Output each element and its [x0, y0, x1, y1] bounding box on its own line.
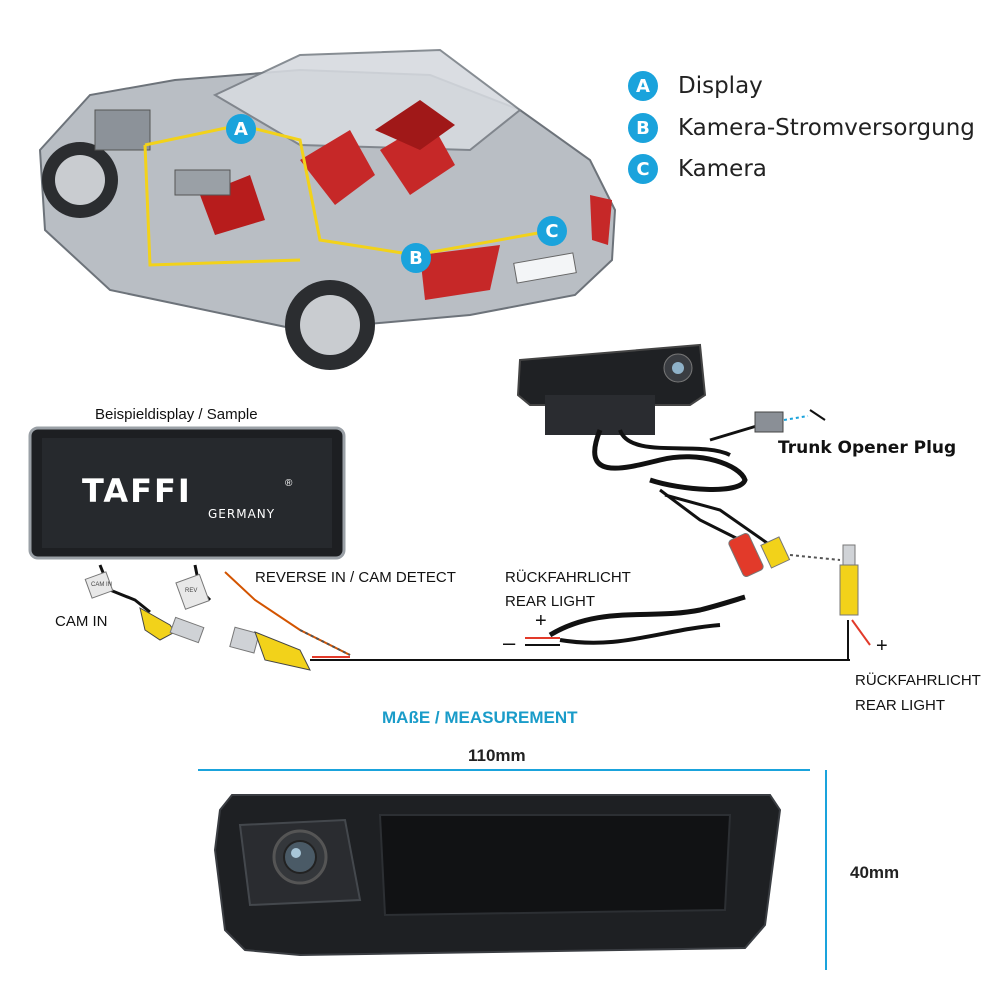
cam-in-label: CAM IN: [55, 613, 108, 630]
legend-label-power: Kamera-Stromversorgung: [678, 115, 975, 141]
display-caption: Beispieldisplay / Sample: [95, 406, 258, 423]
measurement-height: 40mm: [850, 863, 900, 882]
measurement-title: MAßE / MEASUREMENT: [382, 708, 578, 727]
car-marker-b: B: [401, 243, 431, 273]
rear-light-right-en: REAR LIGHT: [855, 697, 946, 714]
trunk-opener-label: Trunk Opener Plug: [778, 438, 957, 458]
minus-center-label: –: [503, 630, 516, 655]
legend-badge-b: B: [628, 113, 658, 143]
display-brand-mark: ®: [285, 478, 293, 489]
rear-light-right-de: RÜCKFAHRLICHT: [855, 672, 981, 689]
connector-tag-cam: CAM IN: [91, 582, 112, 588]
rear-light-center-de: RÜCKFAHRLICHT: [505, 569, 631, 586]
legend-badge-a: A: [628, 71, 658, 101]
legend-label-camera: Kamera: [678, 156, 767, 182]
legend-item-camera: C Kamera: [628, 154, 767, 184]
reverse-in-label: REVERSE IN / CAM DETECT: [255, 569, 456, 586]
legend-label-display: Display: [678, 73, 763, 99]
car-marker-c: C: [537, 216, 567, 246]
display-subbrand: GERMANY: [208, 507, 276, 521]
legend-item-power: B Kamera-Stromversorgung: [628, 113, 975, 143]
plus-right-label: +: [876, 635, 888, 657]
measurement-width: 110mm: [468, 746, 526, 765]
plus-center-label: +: [535, 610, 547, 632]
car-marker-a: A: [226, 114, 256, 144]
legend-badge-c: C: [628, 154, 658, 184]
rear-light-center-en: REAR LIGHT: [505, 593, 596, 610]
connector-tag-rev: REV: [185, 588, 198, 594]
legend-item-display: A Display: [628, 71, 763, 101]
display-brand: TAFFI: [82, 472, 192, 510]
